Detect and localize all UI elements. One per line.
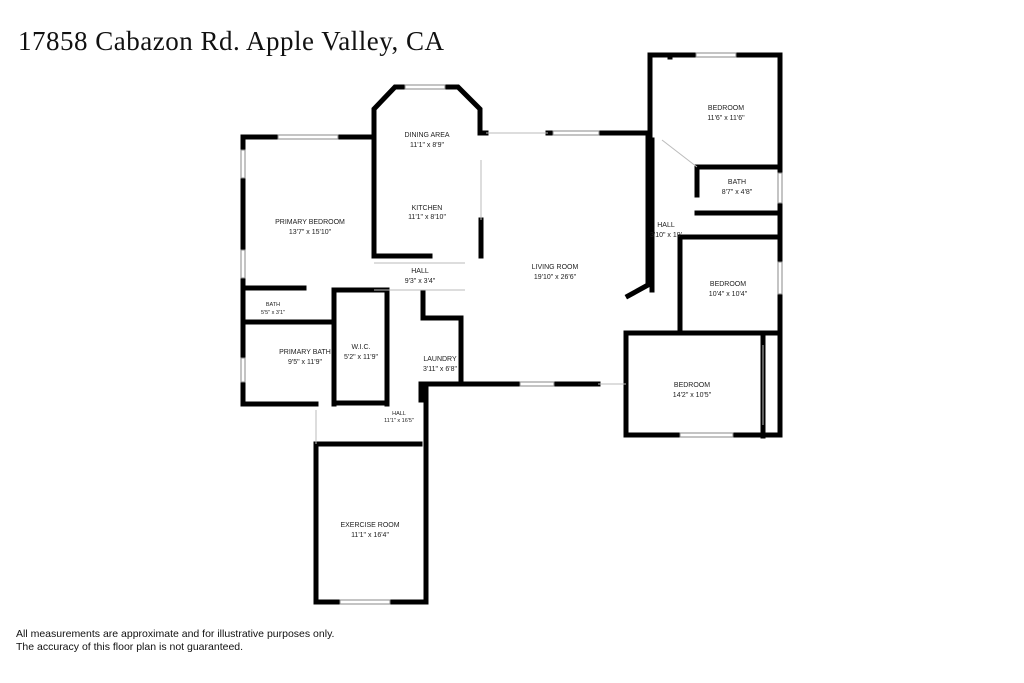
- label-bedroom-bottom-name: BEDROOM: [674, 382, 710, 389]
- windows: [240, 52, 783, 605]
- label-exercise-name: EXERCISE ROOM: [340, 522, 399, 529]
- window-primary-left-2: [240, 249, 246, 279]
- label-bath-right-dims: 8'7" x 4'8": [722, 189, 753, 196]
- label-primary-bath-name: PRIMARY BATH: [279, 349, 331, 356]
- label-hall-center-name: HALL: [411, 268, 429, 275]
- window-dining-bay: [404, 84, 446, 90]
- label-bedroom-top-name: BEDROOM: [708, 105, 744, 112]
- door-bedroom-top: [661, 139, 698, 168]
- wall-bedroom-bottom: [623, 330, 683, 438]
- label-hall-right-name: HALL: [657, 222, 675, 229]
- label-laundry-name: LAUNDRY: [423, 356, 457, 363]
- disclaimer: All measurements are approximate and for…: [16, 628, 334, 654]
- window-bedroom-mid: [777, 261, 783, 295]
- window-bedroom-bottom: [679, 432, 734, 438]
- room-labels: DINING AREA 11'1" x 8'9" KITCHEN 11'1" x…: [261, 105, 753, 539]
- label-exercise-dims: 11'1" x 16'4": [351, 532, 389, 539]
- label-bath-small-name: BATH: [266, 302, 280, 308]
- wall-living-right: [624, 130, 651, 300]
- label-hall-center-dims: 9'3" x 3'4": [405, 278, 436, 285]
- label-kitchen-dims: 11'1" x 8'10": [408, 214, 446, 221]
- label-bedroom-mid-dims: 10'4" x 10'4": [709, 291, 748, 298]
- window-primary-left-1: [240, 149, 246, 179]
- label-wic-name: W.I.C.: [351, 344, 370, 351]
- label-bedroom-mid-name: BEDROOM: [710, 281, 746, 288]
- label-hall-lower-dims: 11'1" x 16'5": [384, 418, 414, 424]
- disclaimer-line-2: The accuracy of this floor plan is not g…: [16, 641, 244, 653]
- window-living-bottom: [519, 381, 555, 387]
- label-primary-bedroom-name: PRIMARY BEDROOM: [275, 219, 345, 226]
- label-laundry-dims: 3'11" x 6'8": [423, 366, 457, 373]
- wall-dining-bay: [371, 84, 483, 258]
- page-title: 17858 Cabazon Rd. Apple Valley, CA: [18, 26, 445, 56]
- label-living-name: LIVING ROOM: [532, 264, 579, 271]
- wall-laundry: [420, 289, 464, 387]
- label-dining-name: DINING AREA: [404, 132, 449, 139]
- window-exercise-bottom: [339, 599, 391, 605]
- label-bedroom-bottom-dims: 14'2" x 10'5": [673, 392, 712, 399]
- window-primary-bath-left: [240, 357, 246, 383]
- window-living-top: [552, 130, 600, 136]
- label-bath-small-dims: 5'5" x 3'1": [261, 310, 285, 316]
- label-primary-bedroom-dims: 13'7" x 15'10": [289, 229, 332, 236]
- disclaimer-line-1: All measurements are approximate and for…: [16, 628, 335, 640]
- label-bath-right-name: BATH: [728, 179, 746, 186]
- walls: [240, 52, 783, 605]
- label-wic-dims: 5'2" x 11'9": [344, 354, 378, 361]
- doors: [315, 132, 764, 444]
- window-primary-top: [277, 134, 339, 140]
- label-primary-bath-dims: 9'5" x 11'9": [288, 359, 322, 366]
- label-living-dims: 19'10" x 26'6": [534, 274, 577, 281]
- window-bath-right: [777, 172, 783, 204]
- label-bedroom-top-dims: 11'6" x 11'6": [707, 115, 745, 122]
- wall-exercise: [313, 381, 429, 605]
- label-dining-dims: 11'1" x 8'9": [410, 142, 444, 149]
- label-hall-lower-name: HALL: [392, 411, 406, 417]
- window-bedroom-top: [695, 52, 737, 58]
- label-hall-right-dims: 3'10" x 19': [650, 232, 682, 239]
- label-kitchen-name: KITCHEN: [412, 205, 443, 212]
